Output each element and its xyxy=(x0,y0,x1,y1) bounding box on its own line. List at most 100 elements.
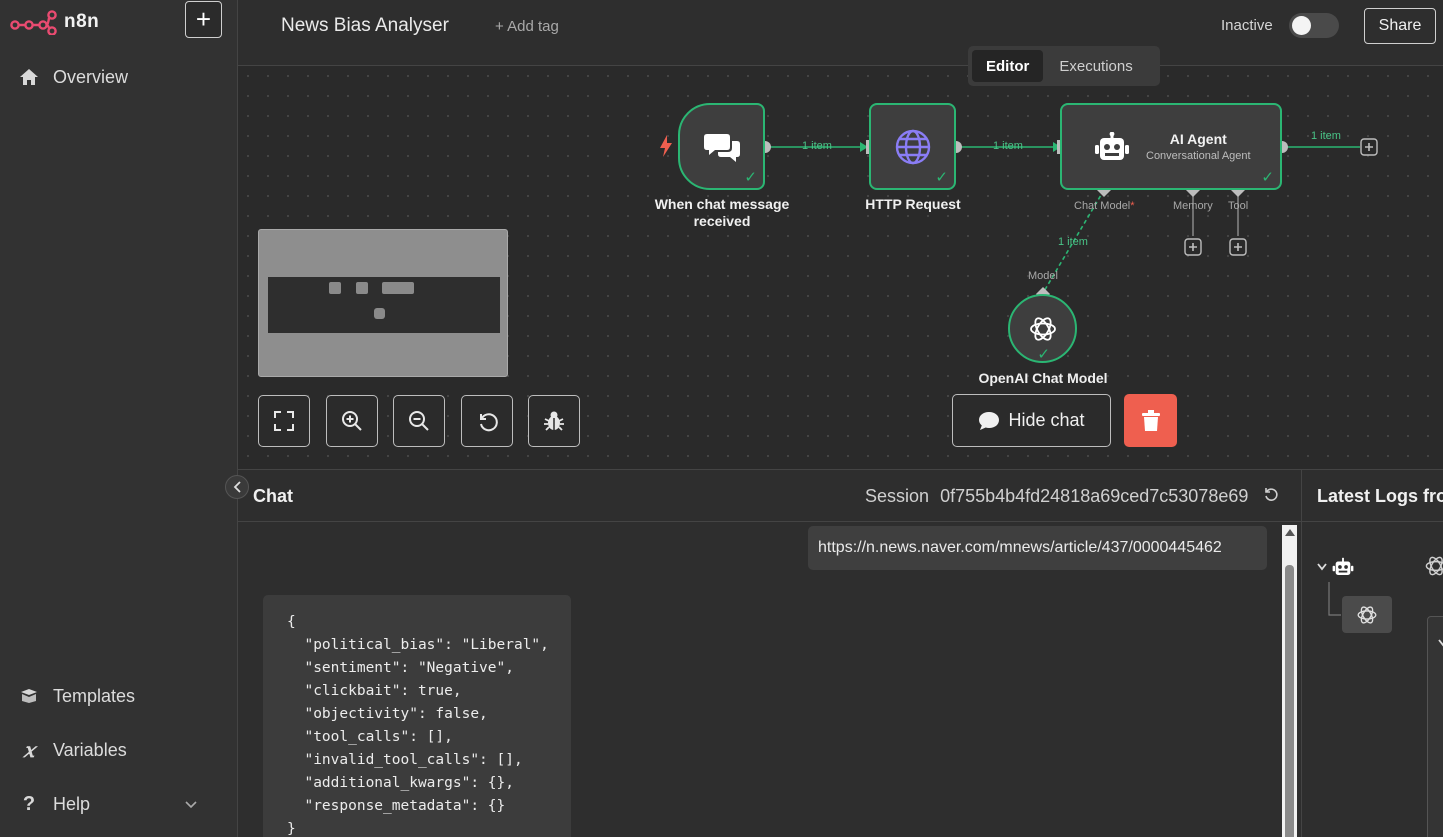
minimap-viewport xyxy=(268,277,500,333)
question-icon: ? xyxy=(22,792,36,815)
handle-label-chat-model: Chat Model* xyxy=(1074,200,1135,212)
log-entry-ai-agent[interactable] xyxy=(1317,557,1354,577)
sidebar-item-label: Variables xyxy=(53,739,127,760)
workflow-title[interactable]: News Bias Analyser xyxy=(281,15,449,36)
sidebar-item-label: Overview xyxy=(53,66,129,87)
scroll-thumb[interactable] xyxy=(1285,565,1294,837)
connection-item-count: 1 item xyxy=(1311,130,1341,142)
clear-execution-button[interactable] xyxy=(1124,394,1177,447)
add-node-output-button[interactable] xyxy=(1360,138,1378,161)
log-detail-card xyxy=(1427,616,1443,837)
home-icon xyxy=(17,68,41,86)
success-check-icon: ✓ xyxy=(1261,169,1274,186)
handle-label-tool: Tool xyxy=(1228,200,1249,212)
app-name: n8n xyxy=(64,11,100,32)
chat-scrollbar[interactable] xyxy=(1282,525,1297,837)
trigger-bolt-icon xyxy=(659,135,673,162)
hide-chat-button[interactable]: Hide chat xyxy=(952,394,1111,447)
node-openai-chat-model[interactable]: ✓ xyxy=(1008,294,1077,363)
minimap-node xyxy=(374,308,385,319)
success-check-icon: ✓ xyxy=(744,169,757,186)
chevron-left-icon xyxy=(233,481,241,493)
reset-zoom-button[interactable] xyxy=(461,395,513,447)
sidebar-item-templates[interactable]: Templates xyxy=(0,676,237,716)
workflow-canvas[interactable]: ✓ When chat message received ✓ HTTP Requ… xyxy=(238,66,1443,469)
connection-item-count: 1 item xyxy=(802,140,832,152)
chat-title: Chat xyxy=(253,486,293,506)
minimap-node xyxy=(329,282,341,294)
session-label: Session xyxy=(865,486,930,506)
hide-chat-label: Hide chat xyxy=(1008,410,1085,430)
refresh-session-button[interactable] xyxy=(1264,487,1278,506)
sidebar-item-help[interactable]: ? Help xyxy=(0,784,237,824)
sidebar-item-overview[interactable]: Overview xyxy=(0,57,237,97)
robot-icon xyxy=(1095,131,1129,160)
active-toggle[interactable] xyxy=(1289,13,1339,38)
node-chat-trigger[interactable]: ✓ xyxy=(678,103,765,190)
tab-editor[interactable]: Editor xyxy=(972,50,1044,82)
scroll-up-arrow[interactable] xyxy=(1285,529,1295,536)
zoom-in-icon xyxy=(342,411,362,431)
minimap[interactable] xyxy=(258,229,508,377)
robot-icon xyxy=(1332,557,1354,575)
add-workflow-button[interactable]: + xyxy=(185,1,222,38)
connection-item-count: 1 item xyxy=(993,140,1023,152)
chat-panel: Chat Session 0f755b4b4fd24818a69ced7c530… xyxy=(238,469,1301,837)
share-button[interactable]: Share xyxy=(1364,8,1436,44)
bug-icon xyxy=(544,411,564,431)
handle-label-model: Model xyxy=(1028,270,1058,282)
logs-header: Latest Logs from xyxy=(1302,470,1443,522)
node-http-request[interactable]: ✓ xyxy=(869,103,956,190)
success-check-icon: ✓ xyxy=(935,169,948,186)
n8n-logo[interactable]: n8n xyxy=(10,8,99,36)
logs-title: Latest Logs from xyxy=(1317,486,1443,506)
openai-icon xyxy=(1424,554,1443,583)
chat-message-user: https://n.news.naver.com/mnews/article/4… xyxy=(808,526,1267,570)
minimap-node xyxy=(356,282,368,294)
variable-icon: 𝑥 xyxy=(23,738,35,762)
zoom-out-icon xyxy=(409,411,429,431)
refresh-icon xyxy=(1265,488,1278,501)
minimap-node xyxy=(382,282,414,294)
zoom-in-button[interactable] xyxy=(326,395,378,447)
sidebar: n8n + Overview Templates 𝑥 Variables ? H… xyxy=(0,0,238,837)
undo-icon xyxy=(480,413,498,432)
chat-bubbles-icon xyxy=(703,133,740,162)
chevron-down-icon xyxy=(1438,639,1443,647)
header: News Bias Analyser + Add tag Inactive Sh… xyxy=(238,0,1443,66)
node-label-http-request: HTTP Request xyxy=(865,196,961,212)
sidebar-item-label: Help xyxy=(53,793,91,814)
connection-item-count: 1 item xyxy=(1058,236,1088,248)
node-label-ai-agent: AI Agent xyxy=(1169,131,1227,147)
view-tabs: Editor Executions xyxy=(968,46,1160,86)
chevron-down-icon xyxy=(1317,563,1327,571)
session-id: 0f755b4b4fd24818a69ced7c53078e69 xyxy=(940,486,1249,506)
add-memory-button[interactable] xyxy=(1184,238,1202,261)
node-label-openai: OpenAI Chat Model xyxy=(978,370,1108,386)
collapse-panel-button[interactable] xyxy=(225,475,249,499)
n8n-logo-icon xyxy=(10,10,57,35)
fullscreen-icon xyxy=(274,411,294,431)
chat-message-bot: { "political_bias": "Liberal", "sentimen… xyxy=(263,595,571,837)
add-tag-button[interactable]: + Add tag xyxy=(495,18,559,35)
session-info: Session 0f755b4b4fd24818a69ced7c53078e69 xyxy=(865,486,1248,507)
zoom-out-button[interactable] xyxy=(393,395,445,447)
fit-view-button[interactable] xyxy=(258,395,310,447)
debug-button[interactable] xyxy=(528,395,580,447)
trash-icon xyxy=(1141,409,1160,431)
node-label-chat-trigger: When chat message received xyxy=(654,196,790,229)
node-ai-agent[interactable]: AI Agent Conversational Agent ✓ xyxy=(1060,103,1282,190)
toggle-knob xyxy=(1292,16,1311,35)
sidebar-item-variables[interactable]: 𝑥 Variables xyxy=(0,730,237,770)
logs-panel: Latest Logs from xyxy=(1301,469,1443,837)
chevron-down-icon xyxy=(185,797,197,812)
log-entry-openai[interactable] xyxy=(1342,596,1392,633)
comment-icon xyxy=(979,411,1000,430)
add-tool-button[interactable] xyxy=(1229,238,1247,261)
tree-connector xyxy=(1328,582,1341,616)
node-sublabel-ai-agent: Conversational Agent xyxy=(1146,150,1251,162)
tab-executions[interactable]: Executions xyxy=(1059,57,1133,75)
box-open-icon xyxy=(17,688,41,704)
handle-label-memory: Memory xyxy=(1173,200,1213,212)
